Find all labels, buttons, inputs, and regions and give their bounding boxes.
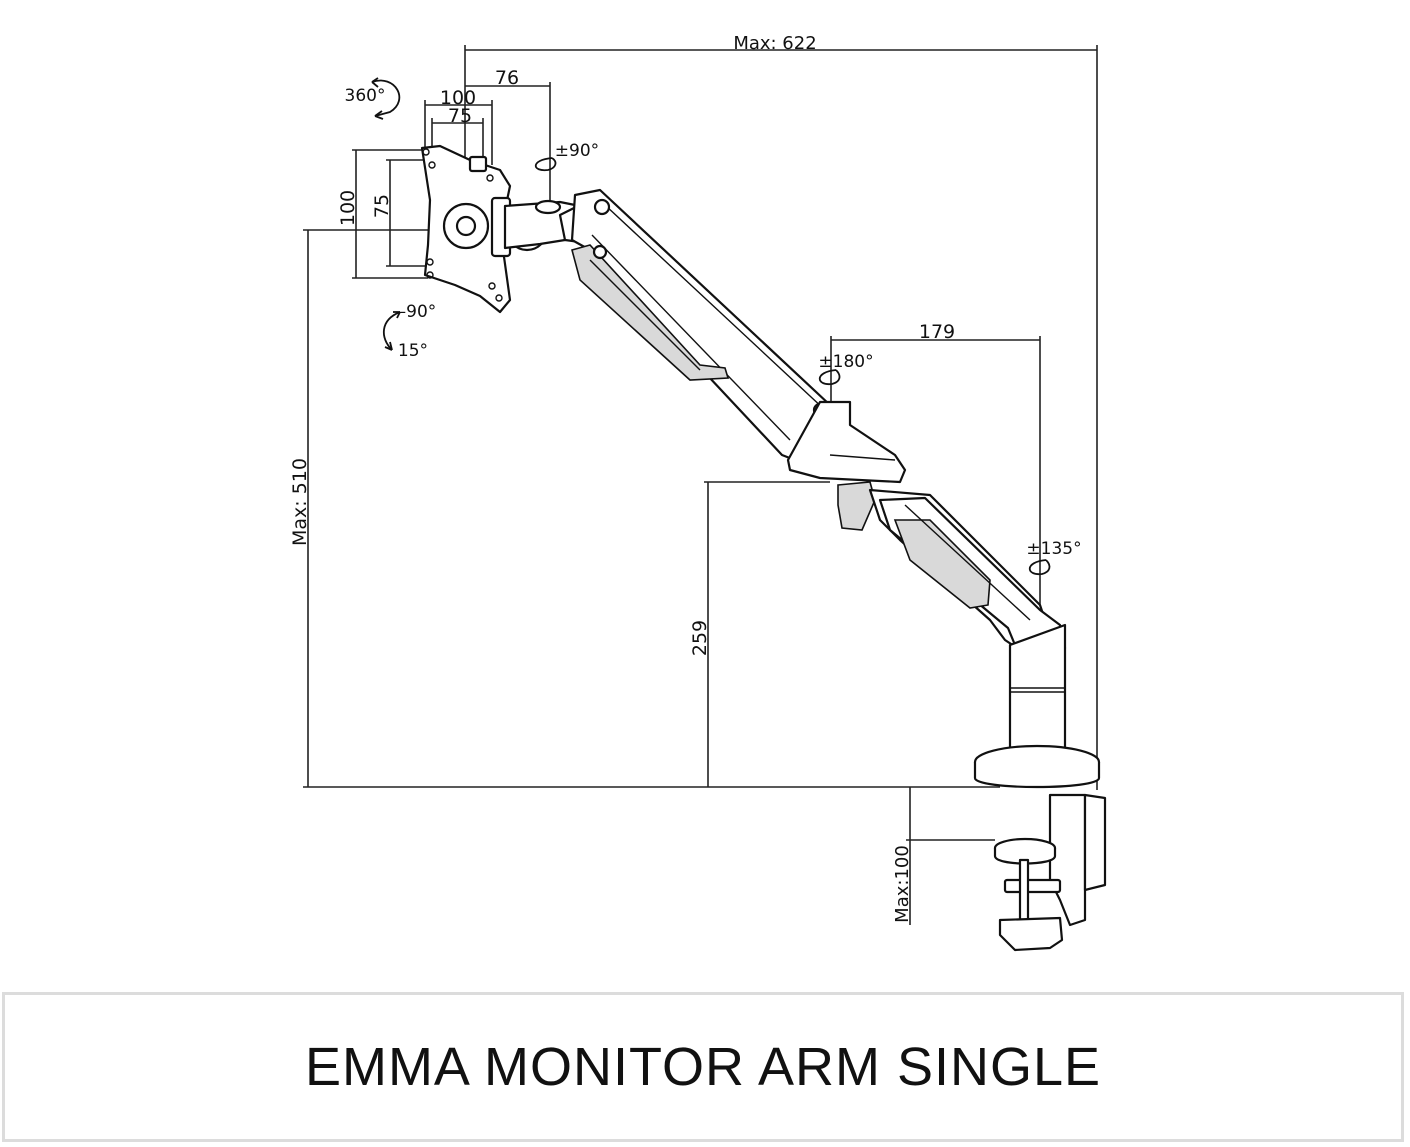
rotation-indicators: 360° ±90° –90° 15° ±180° ±135° [345,77,1082,575]
pole [1008,623,1067,764]
max-height-label: Max: 510 [289,458,311,546]
vesa-inner-width-label: 75 [448,105,472,127]
monitor-arm-technical-drawing: Max: 622 76 100 75 100 75 Max: 510 259 1… [289,33,1107,952]
vesa-outer-width-label: 100 [440,87,476,109]
tilt-arrow-icon [383,311,401,351]
product-title: EMMA MONITOR ARM SINGLE [304,1037,1102,1097]
vesa-plate [420,144,512,314]
clamp-max-label: Max:100 [892,845,913,923]
vesa-inner-height-label: 75 [371,194,393,218]
swivel-arrow-icon [534,157,557,172]
joint-height-label: 259 [689,620,711,656]
vesa-outer-height-label: 100 [337,190,359,226]
rotate-360-arrow-icon [371,79,401,117]
base-swivel-label: ±135° [1026,539,1081,559]
base-swivel-arrow-icon [1028,559,1051,575]
elbow-swivel-arrow-icon [818,369,841,385]
head-offset-label: 76 [495,67,519,89]
dimension-lines [303,45,1098,925]
max-reach-label: Max: 622 [733,33,816,54]
head-swivel-label: ±90° [555,141,599,161]
caption-box: EMMA MONITOR ARM SINGLE [2,992,1404,1142]
upper-arm [570,188,837,464]
elbow-to-pole-label: 179 [919,321,955,343]
desk-clamp [993,793,1107,952]
base-disc [973,744,1101,789]
tilt-down-label: –90° [398,302,437,322]
head-rotation-label: 360° [345,86,386,106]
lower-arm [878,496,1067,657]
dimension-labels: Max: 622 76 100 75 100 75 Max: 510 259 1… [289,33,955,923]
tilt-up-label: 15° [398,341,428,361]
elbow-swivel-label: ±180° [818,352,873,372]
